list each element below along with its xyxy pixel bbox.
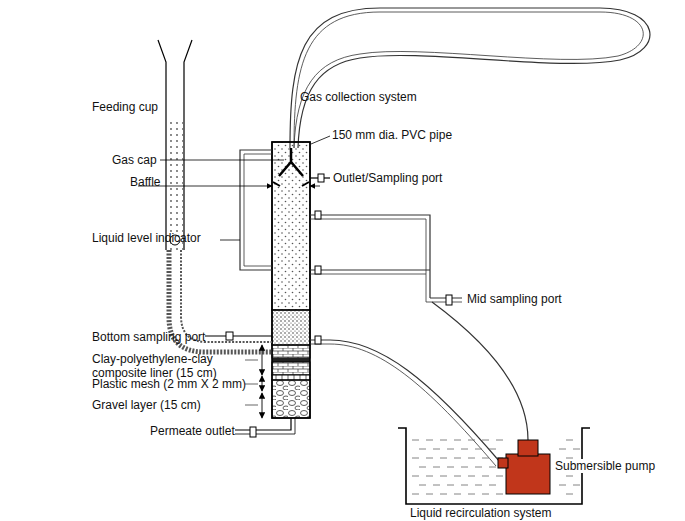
port-label: Outlet/Sampling port [333,171,442,185]
part-label: Feeding cup [92,100,158,114]
part-label: Submersible pump [553,459,657,473]
part-label: Gas cap [112,153,157,167]
layer-label: Plastic mesh (2 mm X 2 mm) [92,377,246,391]
port-label: Mid sampling port [467,292,562,306]
part-label: 150 mm dia. PVC pipe [332,128,452,142]
layer-label: Clay-polyethylene-clay composite liner (… [92,352,242,380]
layer-label: Gravel layer (15 cm) [92,398,201,412]
system-label: Liquid recirculation system [410,506,551,520]
port-label: Permeate outlet [150,424,235,438]
port-label: Bottom sampling port [92,330,205,344]
part-label: Baffle [130,175,160,189]
part-label: Liquid level indicator [92,231,201,245]
system-label: Gas collection system [300,90,417,104]
